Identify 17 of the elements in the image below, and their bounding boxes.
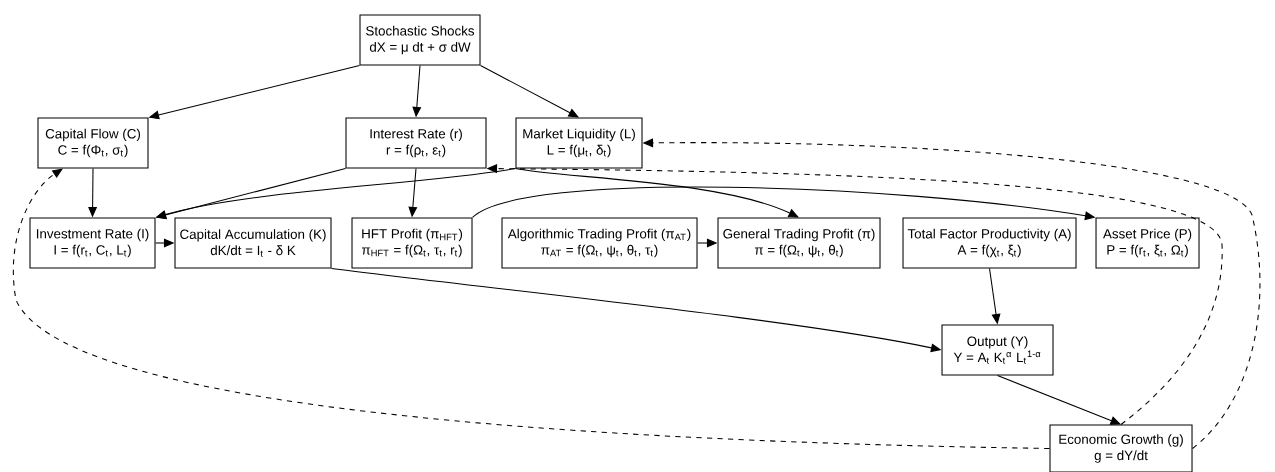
formula-box: General Trading Profit (π) π = f(Ω$_{t}$, ψ$_{t}$, θ$_{t}$) xyxy=(717,217,881,269)
formula-box: Output (Y) Y = A$_{t}$ K$_{t}$$^{α}$ L$_{t}$1-α xyxy=(941,324,1054,376)
arrow xyxy=(480,65,579,118)
arrow xyxy=(997,375,1121,425)
formula-box: Economic Growth (g) g = dY/dt xyxy=(1049,424,1193,472)
arrow xyxy=(12,168,1050,450)
formula-box: HFT Profit (π$_{HFT}$) π$_{HFT}$ = f(Ω$_{t}$, τ$_{t}$, r$_{t}$) xyxy=(351,217,473,269)
formula-box: Asset Price (P) P = f(r$_{t}$, ξ$_{t}$, Ω$_{t}$) xyxy=(1095,217,1200,269)
formula-box: Investment Rate (I) I = f(r$_{t}$, C$_{t}$, L$_{t}$) xyxy=(29,217,156,269)
formula-box: Capital Flow (C) C = f(Φ$_{t}$, σ$_{t}$) xyxy=(37,117,149,169)
formula-box: Interest Rate (r) r = f(ρ$_{t}$, ε$_{t}$) xyxy=(345,117,487,169)
formula-box: Stochastic Shocks dX = μ dt + σ dW xyxy=(359,14,481,66)
formula-box: Algorithmic Trading Profit (π$_{AT}$) π$_{AT}$ = f(Ω$_{t}$, ψ$_{t}$, θ$_{t}$, τ$_{t}$) xyxy=(501,217,698,269)
arrow xyxy=(514,168,799,218)
formula-box: Capital Accumulation (K) dK/dt = I$_{t}$ - δ K xyxy=(174,217,332,269)
formula-box: Market Liquidity (L) L = f(μ$_{t}$, δ$_{t}$) xyxy=(515,117,643,169)
formula-box: Total Factor Productivity (A) A = f(χ$_{t}$, ξ$_{t}$) xyxy=(902,217,1077,269)
